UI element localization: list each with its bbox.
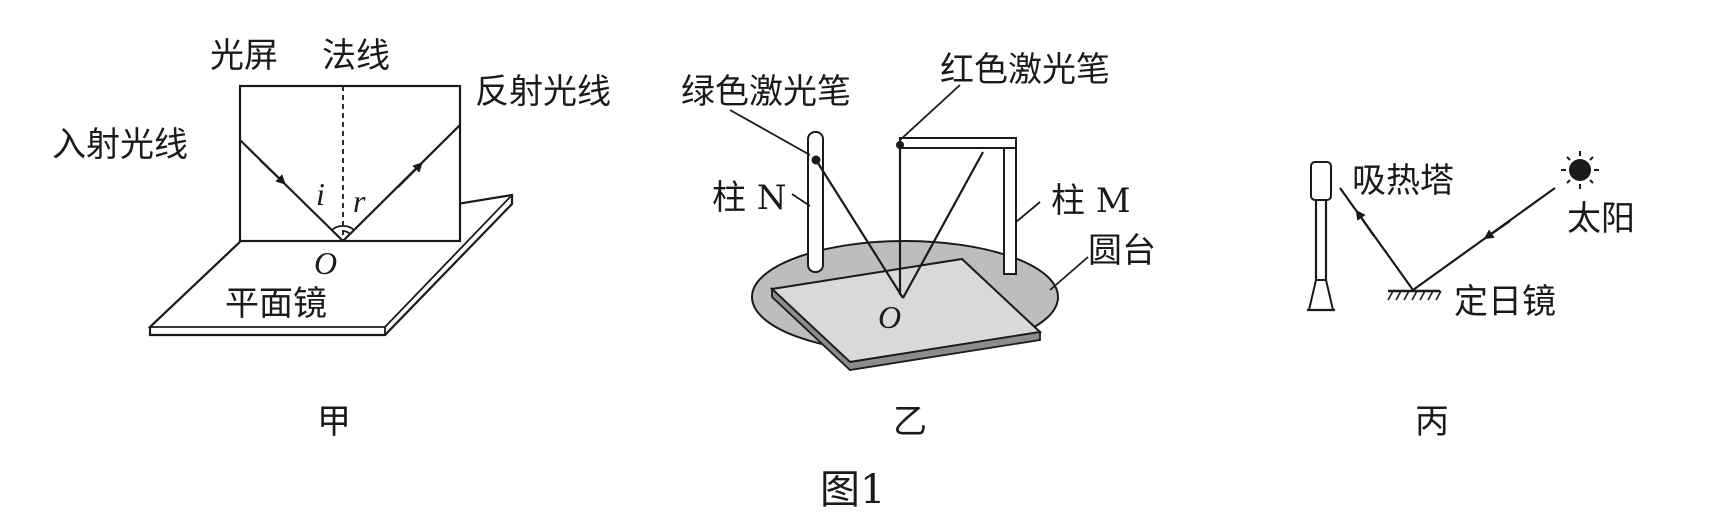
heliostat-hatching bbox=[1387, 290, 1442, 301]
green-laser-beam bbox=[815, 159, 904, 299]
pillar-m bbox=[1003, 143, 1017, 275]
pillar-n-label: 柱 N bbox=[712, 178, 787, 218]
panel-yi-caption: 乙 bbox=[893, 402, 927, 442]
plane-mirror-top-edge bbox=[147, 194, 513, 328]
angle-i-label: i bbox=[316, 176, 325, 212]
panel-jia: 光屏 法线 入射光线 反射光线 i r O 平面镜 甲 bbox=[52, 36, 611, 442]
angle-r-arc-1 bbox=[342, 225, 355, 231]
heliostat-reflection bbox=[1339, 187, 1414, 291]
red-laser-frame bbox=[899, 137, 1017, 149]
light-screen bbox=[238, 84, 462, 243]
figure-caption: 图1 bbox=[820, 467, 885, 513]
tower-top bbox=[1310, 161, 1332, 201]
sun-icon bbox=[1569, 159, 1591, 181]
pillar-n bbox=[807, 131, 824, 273]
pillar-m-label: 柱 M bbox=[1051, 181, 1131, 221]
mirror-slab-side bbox=[771, 286, 1041, 371]
incident-ray-arrow bbox=[259, 159, 286, 185]
heliostat-label: 定日镜 bbox=[1454, 282, 1556, 322]
reflected-ray-arrow bbox=[397, 162, 423, 188]
panel-bing-caption: 丙 bbox=[1415, 402, 1449, 442]
red-laser-label: 红色激光笔 bbox=[940, 50, 1110, 90]
panel-yi: 绿色激光笔 红色激光笔 柱 N 柱 M 圆台 O 乙 bbox=[681, 50, 1156, 442]
pillar-n-leader bbox=[791, 193, 811, 207]
red-laser-leader bbox=[899, 84, 961, 141]
angle-r-label: r bbox=[353, 183, 366, 219]
panel-jia-caption: 甲 bbox=[317, 402, 351, 442]
red-laser-tip bbox=[896, 141, 904, 149]
stage-label: 圆台 bbox=[1088, 231, 1156, 271]
green-laser-reflection bbox=[902, 151, 984, 299]
angle-i-arc bbox=[331, 225, 344, 231]
incident-label: 入射光线 bbox=[52, 125, 188, 165]
green-laser-leader bbox=[729, 109, 811, 156]
green-laser-label: 绿色激光笔 bbox=[681, 72, 851, 112]
reflected-label: 反射光线 bbox=[475, 72, 611, 112]
screen-label: 光屏 bbox=[210, 36, 278, 76]
tower-base bbox=[1307, 279, 1335, 311]
sun-rays bbox=[1561, 151, 1599, 189]
normal-label: 法线 bbox=[322, 36, 390, 76]
tower-label: 吸热塔 bbox=[1352, 161, 1454, 201]
sun-label: 太阳 bbox=[1567, 199, 1635, 239]
angle-r-arc-2 bbox=[342, 230, 351, 235]
heliostat-reflection-arrow bbox=[1355, 209, 1375, 237]
point-o-label: O bbox=[878, 299, 901, 335]
sunlight-ray-arrow bbox=[1483, 220, 1511, 240]
point-o-label: O bbox=[314, 245, 337, 281]
sunlight-ray bbox=[1412, 187, 1556, 291]
panel-bing: 吸热塔 太阳 定日镜 丙 bbox=[1307, 151, 1635, 442]
stage-leader bbox=[1049, 256, 1089, 291]
incident-ray bbox=[239, 139, 344, 242]
mirror-label: 平面镜 bbox=[225, 284, 327, 324]
pillar-m-leader bbox=[1015, 201, 1041, 223]
